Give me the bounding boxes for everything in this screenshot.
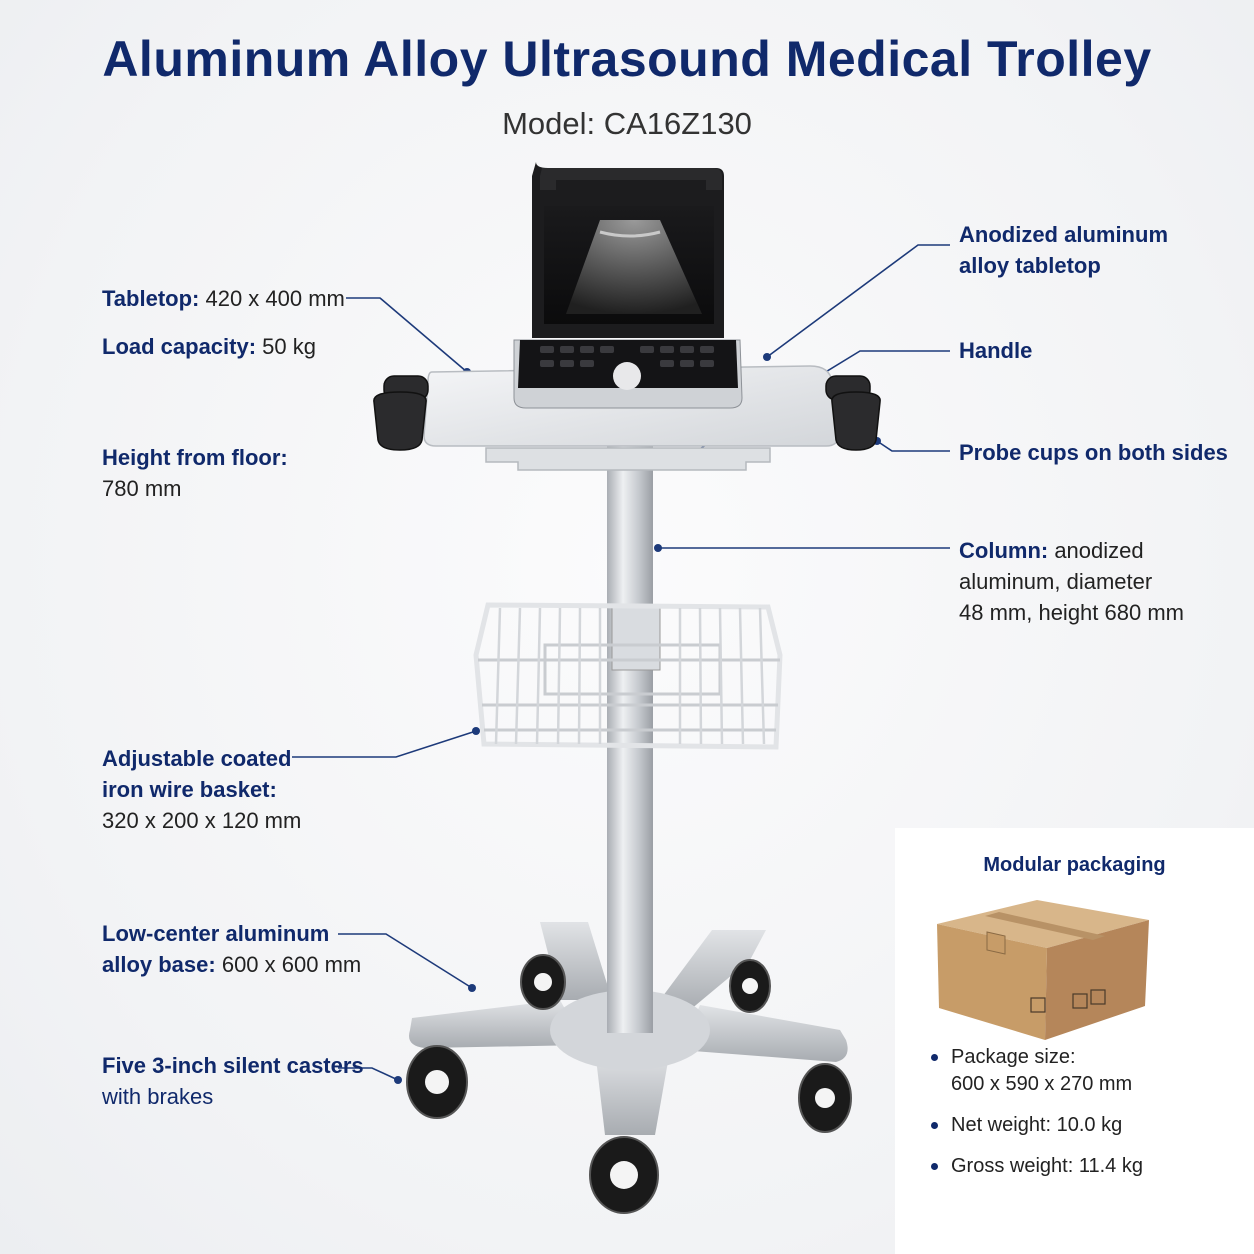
callout-tabletop: Tabletop: 420 x 400 mm — [102, 283, 345, 314]
probe-cups-label: Probe cups on both sides — [959, 440, 1228, 465]
load-key: Load capacity: — [102, 334, 257, 359]
callout-base: Low-center aluminum alloy base: 600 x 60… — [102, 918, 361, 980]
basket-value: 320 x 200 x 120 mm — [102, 808, 302, 833]
packaging-panel: Modular packaging Package size: 600 x 59… — [895, 828, 1254, 1254]
callout-casters: Five 3-inch silent casters with brakes — [102, 1050, 364, 1112]
callout-height: Height from floor: 780 mm — [102, 442, 288, 504]
base-key: alloy base: — [102, 952, 216, 977]
model-number: Model: CA16Z130 — [502, 106, 752, 141]
package-size-label: Package size: — [951, 1046, 1076, 1068]
gross-weight-label: Gross weight: 11.4 kg — [951, 1155, 1143, 1177]
packaging-list: Package size: 600 x 590 x 270 mm Net wei… — [929, 1044, 1143, 1194]
casters-line2: with brakes — [102, 1084, 214, 1109]
wire-basket — [473, 602, 783, 750]
basket-line2: iron wire basket: — [102, 777, 277, 802]
box-icon — [937, 900, 1149, 1040]
height-key: Height from floor: — [102, 445, 288, 470]
tabletop-handle — [485, 447, 771, 471]
height-value: 780 mm — [102, 476, 182, 501]
anodized-line1: Anodized aluminum — [959, 222, 1168, 247]
callout-basket: Adjustable coated iron wire basket: 320 … — [102, 743, 301, 836]
column-key: Column: — [959, 538, 1049, 563]
ultrasound-device — [513, 162, 743, 409]
base-line1: Low-center aluminum — [102, 921, 330, 946]
tabletop-key: Tabletop: — [102, 286, 200, 311]
callout-handle: Handle — [959, 335, 1032, 366]
load-value: 50 kg — [256, 334, 316, 359]
column-value: anodized — [1048, 538, 1144, 563]
tabletop-value: 420 x 400 mm — [199, 286, 345, 311]
package-size-item: Package size: 600 x 590 x 270 mm — [929, 1044, 1143, 1098]
callout-anodized-tabletop: Anodized aluminum alloy tabletop — [959, 219, 1168, 281]
base-value: 600 x 600 mm — [215, 952, 362, 977]
net-weight-label: Net weight: 10.0 kg — [951, 1114, 1123, 1136]
callout-column: Column: anodized aluminum, diameter 48 m… — [959, 535, 1184, 628]
anodized-line2: alloy tabletop — [959, 253, 1101, 278]
column-line3: 48 mm, height 680 mm — [959, 600, 1184, 625]
gross-weight-item: Gross weight: 11.4 kg — [929, 1153, 1143, 1180]
net-weight-item: Net weight: 10.0 kg — [929, 1112, 1143, 1139]
column — [607, 445, 653, 1033]
packaging-title: Modular packaging — [983, 854, 1166, 876]
handle-label: Handle — [959, 338, 1033, 363]
package-size-value: 600 x 590 x 270 mm — [951, 1073, 1133, 1095]
column-line2: aluminum, diameter — [959, 569, 1153, 594]
probe-cups — [373, 375, 881, 451]
casters-line1: Five 3-inch silent casters — [102, 1053, 364, 1078]
callout-probe-cups: Probe cups on both sides — [959, 437, 1228, 468]
callout-load-capacity: Load capacity: 50 kg — [102, 331, 316, 362]
page-title: Aluminum Alloy Ultrasound Medical Trolle… — [102, 31, 1152, 87]
basket-line1: Adjustable coated — [102, 746, 292, 771]
